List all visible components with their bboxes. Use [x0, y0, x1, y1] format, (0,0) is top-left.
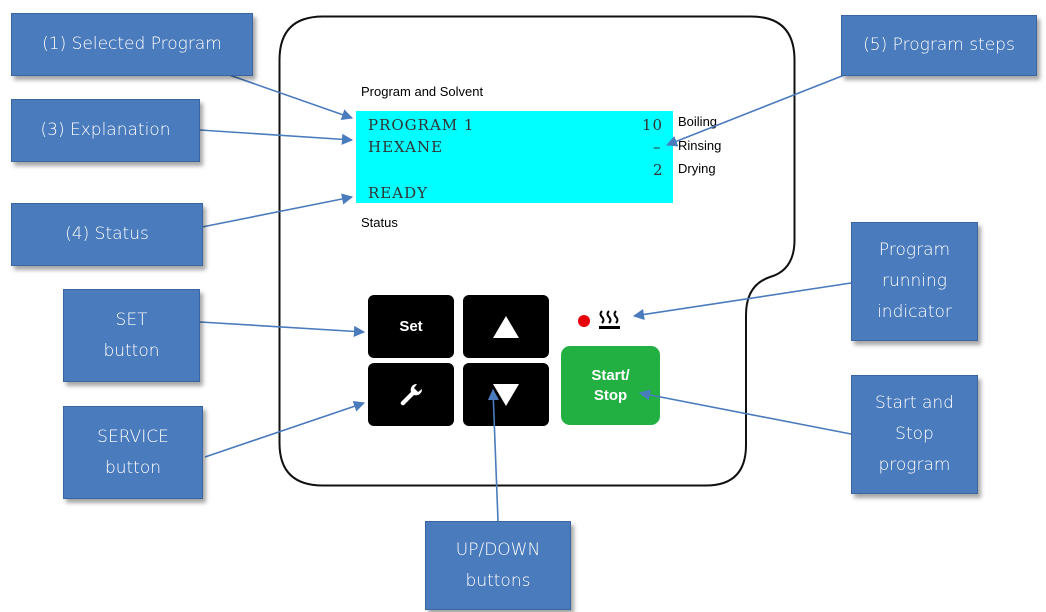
- callout-startstop-line1: Start and: [875, 393, 954, 413]
- running-indicator-led: [578, 315, 590, 327]
- arrow-start-stop: [638, 389, 852, 435]
- callout-service-button: SERVICE button: [63, 406, 203, 499]
- callout-startstop-line3: program: [878, 455, 951, 475]
- lcd-step-boiling-value: 10: [642, 116, 664, 134]
- callout-running-line2: running: [881, 271, 947, 291]
- up-button[interactable]: [463, 295, 549, 358]
- callout-service-line2: button: [104, 457, 162, 478]
- wrench-icon: [400, 383, 423, 405]
- arrow-running-indicator: [632, 282, 852, 321]
- start-stop-label-line1: Start/: [591, 366, 630, 384]
- arrow-status: [201, 193, 354, 228]
- set-button-label: Set: [399, 318, 423, 335]
- callout-updown-line1: UP/DOWN: [455, 539, 541, 560]
- callout-start-stop: Start and Stop program: [851, 375, 978, 494]
- callout-program-running-indicator: Program running indicator: [851, 222, 978, 341]
- callout-running-line3: indicator: [877, 302, 952, 322]
- callout-program-steps: (5) Program steps: [841, 15, 1037, 76]
- heating-icon: [599, 310, 620, 329]
- callout-status-text: (4) Status: [65, 224, 149, 244]
- lcd-step-drying-value: 2: [653, 161, 664, 179]
- step-rinsing-label: Rinsing: [678, 138, 722, 153]
- arrow-up-down: [487, 388, 499, 522]
- callout-selected-program-text: (1) Selected Program: [42, 34, 222, 54]
- down-button[interactable]: [463, 363, 549, 426]
- step-drying-label: Drying: [678, 161, 716, 176]
- callout-status: (4) Status: [11, 203, 203, 266]
- callout-explanation: (3) Explanation: [11, 99, 200, 162]
- set-button[interactable]: Set: [368, 295, 454, 358]
- arrow-explanation: [199, 129, 354, 145]
- callout-explanation-text: (3) Explanation: [40, 120, 171, 140]
- lcd-step-rinsing-value: –: [653, 138, 662, 156]
- callout-set-button: SET button: [63, 289, 200, 382]
- arrow-service-button: [204, 400, 366, 458]
- start-stop-label-line2: Stop: [593, 386, 628, 404]
- arrow-set-button: [199, 321, 366, 337]
- callout-program-steps-text: (5) Program steps: [863, 35, 1015, 55]
- lcd-status-line: READY: [368, 184, 429, 202]
- up-arrow-icon: [493, 315, 519, 338]
- lcd-solvent-line: HEXANE: [368, 138, 444, 156]
- down-arrow-icon: [493, 383, 519, 406]
- start-stop-button[interactable]: Start/ Stop: [561, 346, 660, 425]
- callout-updown-line2: buttons: [465, 570, 531, 591]
- service-button[interactable]: [368, 363, 454, 426]
- program-and-solvent-label: Program and Solvent: [361, 84, 484, 99]
- lcd-display: PROGRAM 1 HEXANE READY 10 – 2: [356, 111, 673, 203]
- callout-service-line1: SERVICE: [97, 426, 169, 447]
- callout-set-line2: button: [103, 340, 160, 361]
- callout-startstop-line2: Stop: [895, 424, 934, 444]
- step-boiling-label: Boiling: [678, 114, 718, 129]
- callout-running-line1: Program: [878, 240, 951, 260]
- callout-set-line1: SET: [115, 309, 148, 330]
- status-label: Status: [361, 215, 398, 230]
- callout-up-down-buttons: UP/DOWN buttons: [425, 521, 571, 610]
- lcd-program-line: PROGRAM 1: [368, 116, 475, 134]
- callout-selected-program: (1) Selected Program: [11, 13, 253, 76]
